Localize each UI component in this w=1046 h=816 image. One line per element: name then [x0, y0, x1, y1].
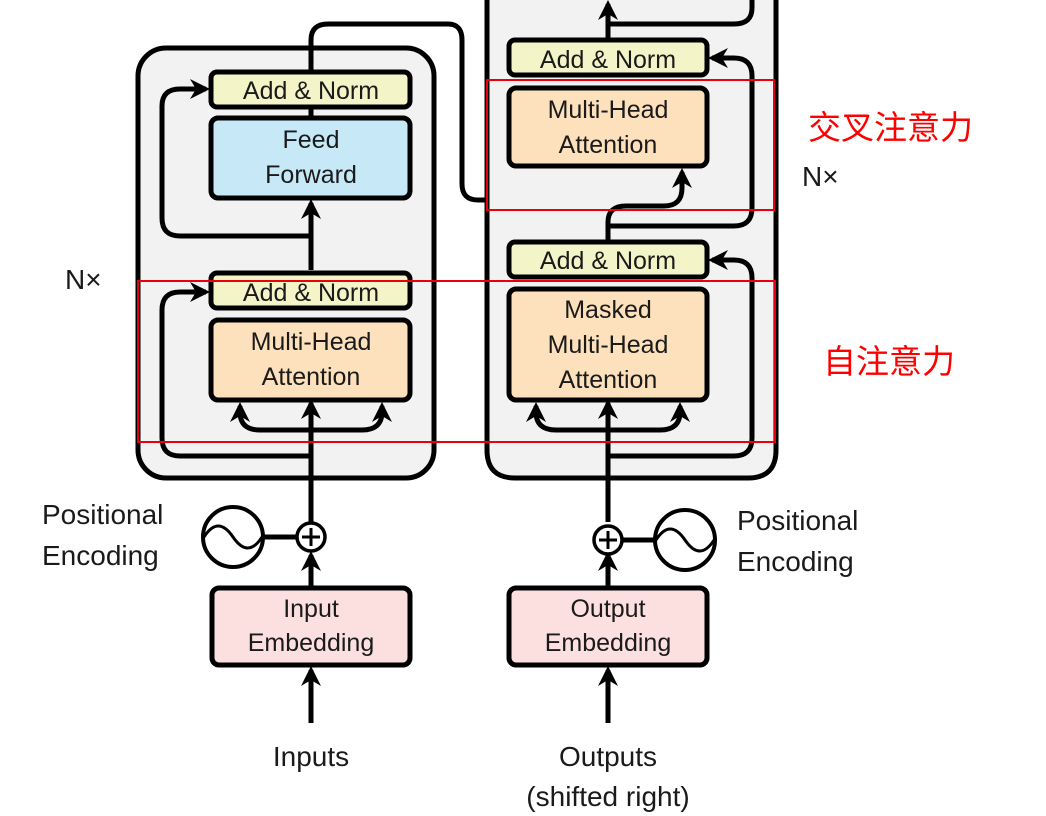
- encoder-repeat-label: N×: [65, 264, 102, 295]
- attention-label-line1: Multi-Head: [548, 96, 669, 124]
- decoder-masked-qkv: [526, 402, 608, 433]
- encoder-add-icon: [295, 521, 327, 553]
- encoder-residual-1: [159, 282, 311, 459]
- attention-label-line2: Attention: [262, 363, 361, 391]
- encoder-attn-qkv: [230, 402, 311, 433]
- decoder-cross-attention: Multi-Head Attention: [506, 85, 710, 169]
- encoder-positional-encoding-icon: [201, 505, 265, 569]
- encoder-multi-head-attention: Multi-Head Attention: [208, 317, 413, 403]
- add-norm-label: Add & Norm: [540, 247, 676, 275]
- decoder-residual-2: [608, 48, 755, 229]
- attention-label-line1: Multi-Head: [251, 328, 372, 356]
- decoder-residual-3: [608, 0, 755, 27]
- decoder-addnorm-to-cross: [605, 168, 692, 242]
- self-attention-highlight: [137, 280, 776, 443]
- decoder-residual-1: [608, 250, 755, 459]
- encoder-add-norm-top: Add & Norm: [208, 69, 413, 110]
- add-norm-label: Add & Norm: [243, 77, 379, 105]
- output-embedding: Output Embedding: [506, 585, 710, 668]
- decoder-positional-encoding-icon: [653, 508, 717, 572]
- encoder-add-norm-bottom: Add & Norm: [208, 270, 413, 311]
- masked-label-line1: Masked: [564, 296, 652, 324]
- output-embedding-label-line2: Embedding: [545, 629, 671, 657]
- decoder-add-icon: [592, 524, 624, 556]
- decoder-masked-qkv-right: [608, 402, 690, 433]
- add-norm-label: Add & Norm: [540, 46, 676, 74]
- self-attention-annotation: 自注意力: [823, 342, 955, 381]
- decoder-add-norm-top: Add & Norm: [506, 37, 710, 78]
- encoder-pe-label-line1: Positional: [42, 499, 163, 530]
- cross-attention-annotation: 交叉注意力: [808, 108, 973, 147]
- feed-forward-label-line2: Forward: [265, 161, 357, 189]
- input-embedding: Input Embedding: [209, 585, 413, 668]
- inputs-label: Inputs: [273, 741, 349, 772]
- input-embedding-label-line2: Embedding: [248, 629, 374, 657]
- encoder-attn-qkv-right: [311, 402, 392, 433]
- decoder-repeat-label: N×: [802, 161, 839, 192]
- outputs-label: Outputs: [559, 741, 657, 772]
- outputs-shifted-label: (shifted right): [526, 781, 689, 812]
- decoder-pe-label-line2: Encoding: [737, 546, 854, 577]
- output-embedding-label-line1: Output: [570, 595, 645, 623]
- encoder-pe-label-line2: Encoding: [42, 540, 159, 571]
- attention-label-line2: Attention: [559, 131, 658, 159]
- encoder-stack: [135, 45, 437, 481]
- input-embedding-label-line1: Input: [283, 595, 339, 623]
- encoder-feed-forward: Feed Forward: [208, 115, 413, 201]
- add-norm-label: Add & Norm: [243, 279, 379, 307]
- cross-attention-highlight: [486, 79, 775, 211]
- feed-forward-label-line1: Feed: [283, 126, 340, 154]
- masked-label-line3: Attention: [559, 366, 658, 394]
- decoder-add-norm-bottom: Add & Norm: [506, 239, 710, 280]
- masked-label-line2: Multi-Head: [548, 331, 669, 359]
- decoder-pe-label-line1: Positional: [737, 505, 858, 536]
- encoder-residual-2: [159, 79, 311, 239]
- decoder-masked-attention: Masked Multi-Head Attention: [506, 286, 710, 403]
